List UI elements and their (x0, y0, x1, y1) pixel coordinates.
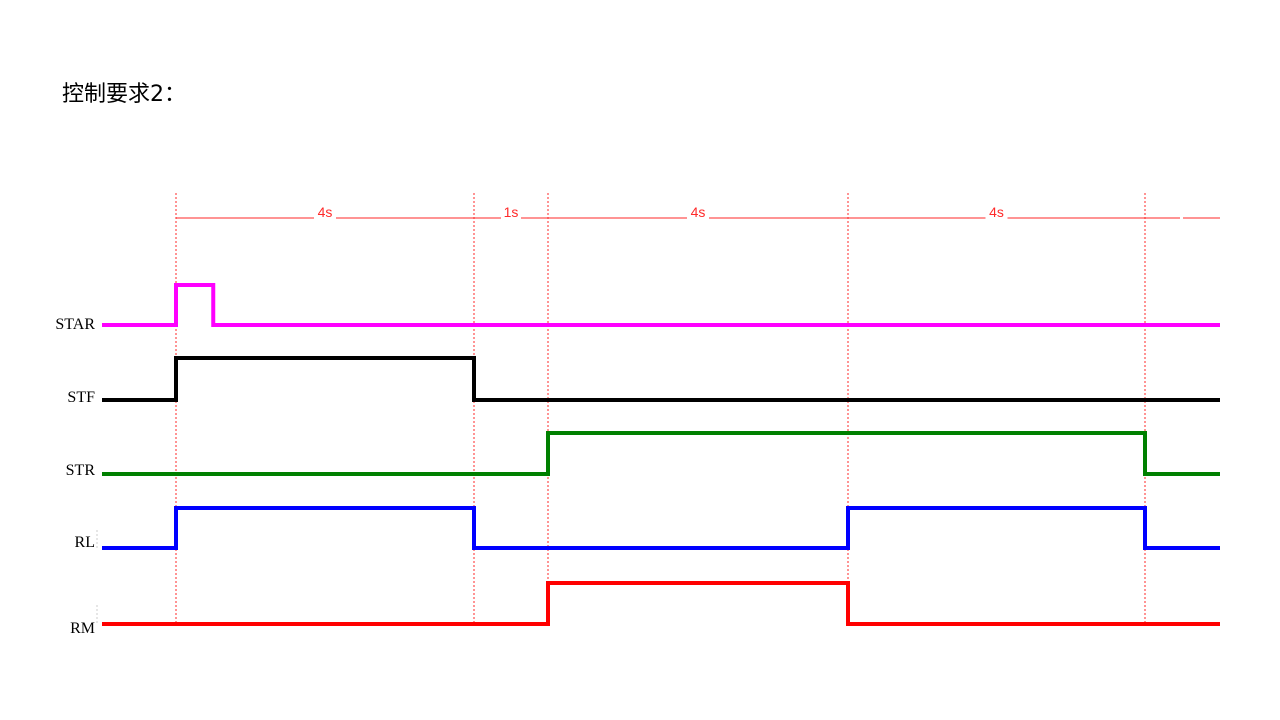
waveform-star (102, 283, 1220, 327)
waveform-rl (102, 506, 1220, 550)
signal-label-stf: STF (67, 389, 95, 406)
waveform-stf (102, 356, 1220, 402)
waveforms (102, 283, 1220, 626)
time-marker-lines (96, 193, 1146, 624)
interval-label: 4s (691, 204, 706, 220)
signal-label-rl: RL (75, 534, 95, 551)
interval-dimension-bar: 4s 1s 4s 4s (176, 204, 1220, 220)
interval-label: 4s (989, 204, 1004, 220)
signal-labels: STAR STF STR RL RM (55, 316, 95, 637)
interval-label: 4s (318, 204, 333, 220)
signal-label-star: STAR (55, 316, 95, 333)
waveform-rm (102, 581, 1220, 626)
signal-label-str: STR (66, 462, 96, 479)
waveform-str (102, 431, 1220, 476)
slide-title: 控制要求2： (62, 82, 186, 107)
signal-label-rm: RM (70, 620, 95, 637)
interval-label: 1s (504, 204, 519, 220)
